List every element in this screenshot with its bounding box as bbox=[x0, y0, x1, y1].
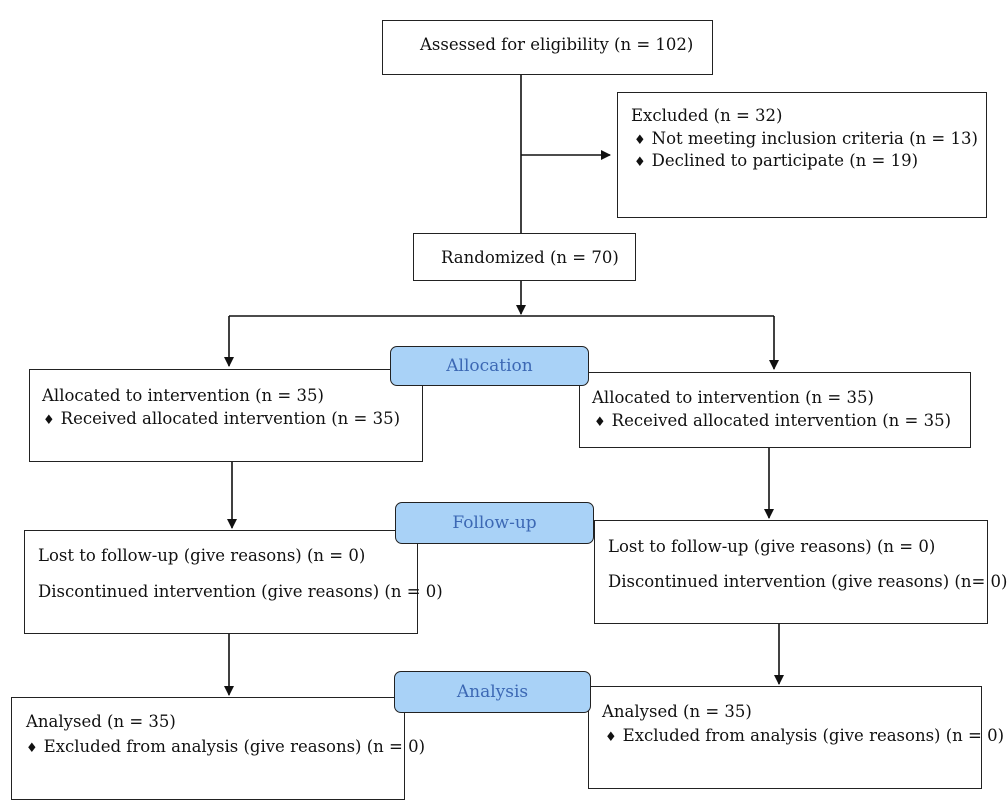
left-followup-box bbox=[24, 530, 418, 634]
left-analysed-label: Analysed (n = 35) bbox=[26, 712, 176, 731]
excluded-box bbox=[617, 92, 987, 218]
diamond-bullet-icon: ♦ bbox=[634, 155, 646, 170]
excluded-item: ♦Declined to participate (n = 19) bbox=[634, 151, 919, 170]
left-discontinued-label: Discontinued intervention (give reasons)… bbox=[38, 582, 443, 601]
excluded-item: ♦Not meeting inclusion criteria (n = 13) bbox=[634, 129, 978, 148]
followup-stage-label: Follow-up bbox=[395, 502, 594, 544]
excluded-title: Excluded (n = 32) bbox=[631, 106, 783, 125]
left-lost-label: Lost to follow-up (give reasons) (n = 0) bbox=[38, 546, 366, 565]
allocation-stage-label: Allocation bbox=[390, 346, 589, 386]
right-received-item: ♦Received allocated intervention (n = 35… bbox=[594, 411, 952, 430]
diamond-bullet-icon: ♦ bbox=[634, 133, 646, 148]
diamond-bullet-icon: ♦ bbox=[26, 741, 38, 756]
left-allocation-box bbox=[29, 369, 423, 462]
right-allocation-box bbox=[579, 372, 971, 448]
left-allocated-label: Allocated to intervention (n = 35) bbox=[42, 386, 324, 405]
right-excluded-analysis-item: ♦Excluded from analysis (give reasons) (… bbox=[605, 726, 1005, 745]
diamond-bullet-icon: ♦ bbox=[605, 730, 617, 745]
right-analysed-label: Analysed (n = 35) bbox=[602, 702, 752, 721]
right-lost-label: Lost to follow-up (give reasons) (n = 0) bbox=[608, 537, 936, 556]
right-analysis-box bbox=[588, 686, 982, 789]
analysis-stage-label: Analysis bbox=[394, 671, 591, 713]
left-excluded-analysis-item: ♦Excluded from analysis (give reasons) (… bbox=[26, 737, 426, 756]
left-received-item: ♦Received allocated intervention (n = 35… bbox=[43, 409, 401, 428]
left-analysis-box bbox=[11, 697, 405, 800]
right-allocated-label: Allocated to intervention (n = 35) bbox=[592, 388, 874, 407]
diamond-bullet-icon: ♦ bbox=[43, 413, 55, 428]
assessed-label: Assessed for eligibility (n = 102) bbox=[420, 35, 694, 54]
right-followup-box bbox=[594, 520, 988, 624]
diamond-bullet-icon: ♦ bbox=[594, 415, 606, 430]
assessed-box bbox=[382, 20, 713, 75]
randomized-label: Randomized (n = 70) bbox=[441, 248, 619, 267]
randomized-box bbox=[413, 233, 636, 281]
right-discontinued-label: Discontinued intervention (give reasons)… bbox=[608, 572, 1007, 591]
